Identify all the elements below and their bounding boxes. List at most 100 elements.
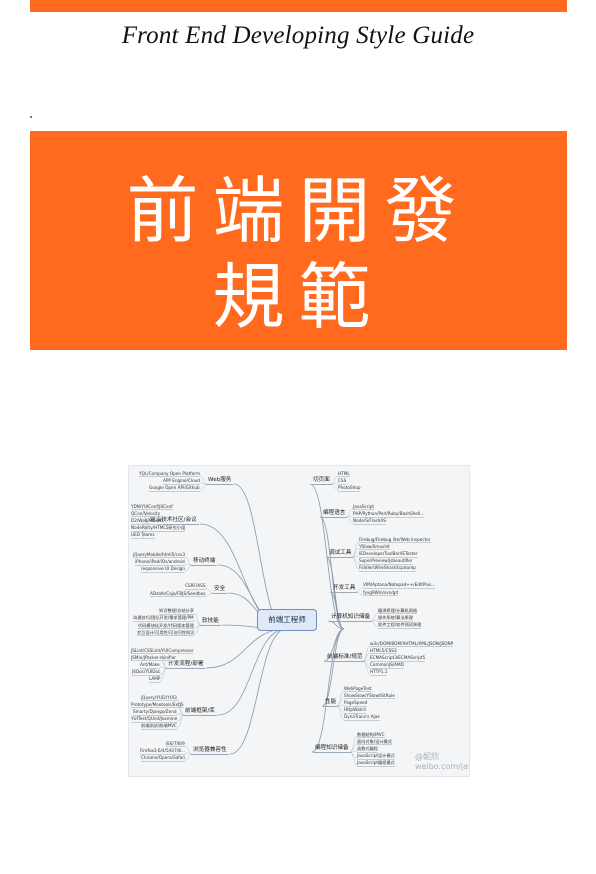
mind-map-leaf: 前端测试/前端MVC bbox=[141, 723, 177, 730]
mind-map-leaf: JSLint/CSSLint/YUICompressor bbox=[131, 647, 194, 655]
connector-line bbox=[229, 628, 287, 755]
mind-map-leaf: ADsafe/Caja/FBJS/Sandbox bbox=[150, 590, 206, 598]
document-subtitle: Front End Developing Style Guide bbox=[121, 22, 475, 49]
mind-map-leaf: jQuery/YUI2/YUI3 bbox=[141, 694, 177, 702]
mind-map-leaf: 函数式编程 bbox=[357, 746, 378, 753]
mind-map-leaf: fyxg9Win/svn/git bbox=[363, 589, 399, 597]
connector-line bbox=[329, 591, 345, 630]
mind-map-leaf: Smarty/Django/Zend bbox=[133, 709, 177, 716]
mind-map-leaf: ECMAScript3/ECMAScript5 bbox=[370, 655, 426, 662]
mind-map-branch: 编程语言 bbox=[321, 510, 348, 518]
mind-map-branch: 性能 bbox=[323, 699, 339, 707]
mind-map-leaf: 面向对象/设计模式 bbox=[357, 738, 392, 746]
watermark-handle: @妮欣 bbox=[415, 752, 439, 761]
connector-line bbox=[233, 483, 287, 630]
mind-map-leaf: PageSpeed bbox=[344, 700, 368, 707]
mind-map-branch: 开发流程/部署 bbox=[166, 661, 206, 669]
mind-map-leaf: NodeParty/HTML5研究小组 bbox=[131, 525, 186, 532]
front-end-mind-map-figure: 前端工程师 @妮欣 weibo.com/jayli Web服务 YQL/Compa… bbox=[128, 465, 470, 777]
mind-map-leaf: D2/WebRebuild bbox=[131, 518, 164, 525]
mind-map-leaf: JSMin/JPacker-minifier bbox=[131, 654, 176, 662]
watermark-url: weibo.com/jayli bbox=[415, 762, 469, 771]
mind-map-leaf: QCon/Velocity bbox=[131, 510, 161, 518]
mind-map-leaf: 软件工程/软件测试原理 bbox=[378, 622, 422, 629]
mind-map-leaf: iPhone/iPad/iOs/android bbox=[135, 559, 185, 566]
connector-line bbox=[351, 556, 360, 571]
connector-line bbox=[336, 705, 345, 720]
connector-line bbox=[217, 628, 287, 716]
banner-title-line-2: 規範 bbox=[212, 255, 385, 339]
mind-map-leaf: PhotoShop bbox=[338, 485, 361, 492]
connector-line bbox=[349, 751, 358, 766]
mind-map-leaf: Chrome/Opera/Safari bbox=[141, 755, 186, 762]
mind-map-branch: 编程知识储备 bbox=[313, 745, 351, 753]
mind-map-branch: 切页面 bbox=[311, 477, 332, 485]
mind-map-leaf: PHP/Python/Perl/Ruby/BashShell... bbox=[353, 511, 425, 518]
mind-map-leaf: HTML5/CSS3 bbox=[370, 647, 397, 655]
mind-map-leaf: Fiddler/WireShark/tcpdump bbox=[359, 565, 416, 572]
connector-line bbox=[159, 667, 168, 682]
connector-line bbox=[330, 475, 339, 485]
mind-map-leaf: 数据结构/MVC bbox=[357, 731, 385, 739]
mind-map-branch: 前沿技术社区/会议 bbox=[148, 517, 199, 525]
mind-map-branch: 前端框架/库 bbox=[183, 708, 217, 716]
mind-map-leaf: HTML bbox=[338, 470, 350, 478]
mind-map-leaf: JavaScript设计模式 bbox=[357, 753, 395, 760]
mind-map-leaf: jQueryMobile/html5/css3 bbox=[133, 551, 185, 559]
mind-map-branch: 移动终端 bbox=[191, 558, 218, 566]
mind-map-leaf: SuperPreview/Jsbeautifier bbox=[359, 558, 413, 565]
mind-map-leaf: Ant/Make bbox=[140, 662, 160, 669]
connector-line bbox=[321, 628, 345, 707]
mind-map-leaf: 编译原理/计算机网络 bbox=[378, 607, 418, 615]
mind-map-branch: Web服务 bbox=[206, 477, 234, 485]
top-accent-bar bbox=[30, 0, 567, 12]
mind-map-leaf: 沟通技巧/团队开发/需求管理/PM bbox=[133, 615, 194, 622]
mind-map-leaf: APP Engine/Cloud bbox=[163, 478, 200, 485]
mind-map-leaf: HTTP1.1 bbox=[370, 669, 388, 676]
connector-line bbox=[311, 628, 345, 753]
mind-map-leaf: Prototype/Mootools/ExtJS bbox=[131, 701, 184, 709]
mind-map-branch: 浏览器兼容性 bbox=[191, 747, 229, 755]
mind-map-leaf: 操作系统/算法原理 bbox=[378, 615, 413, 622]
mind-map-leaf: IE6/7/8/9 bbox=[166, 740, 185, 748]
stray-mark bbox=[30, 116, 32, 118]
mind-map-leaf: Firebug/Firebug lite/Web Inspector bbox=[359, 536, 431, 544]
mind-map-leaf: Firefox3.6/4/5/6/7/8... bbox=[140, 748, 185, 755]
mind-map-leaf: 代码模块化开发/代码版本管理 bbox=[138, 622, 194, 630]
mind-map-leaf: JSDoc/YUIDoc bbox=[132, 669, 161, 676]
title-banner: 前端開發 規範 bbox=[30, 131, 567, 350]
mind-map-leaf: CSRF/XSS bbox=[185, 583, 206, 590]
mind-map-leaf: YUITest/QUnit/Jasmine bbox=[131, 716, 178, 723]
mind-map-center-node: 前端工程师 bbox=[257, 609, 317, 631]
mind-map-leaf: JavaScript编程模式 bbox=[357, 760, 395, 767]
connector-line bbox=[330, 483, 339, 491]
mind-map-leaf: 交互设计/可用性/可访问性知识 bbox=[137, 629, 195, 637]
mind-map-branch: 开发工具 bbox=[331, 585, 358, 593]
connector-line bbox=[176, 714, 185, 729]
mind-map-leaf: w3c/DOM/BOM/XHTML/XML/JSON/JSONP bbox=[370, 640, 454, 648]
connector-line bbox=[362, 660, 371, 675]
mind-map-leaf: CSS bbox=[338, 478, 347, 485]
mind-map-leaf: LAMP bbox=[149, 676, 161, 683]
mind-map-leaf: IEDeveloperToolBar/IETester bbox=[359, 551, 418, 558]
mind-map-leaf: VIM/Aptana/Notepad++/EditPlus... bbox=[363, 582, 436, 589]
mind-map-leaf: ShowSlow/YSlow/SitRule bbox=[344, 692, 395, 700]
mind-map-leaf: Node/S/FlashAS bbox=[353, 518, 386, 525]
mind-map-branch: 调试工具 bbox=[327, 550, 354, 558]
mind-map-leaf: WebPageTest bbox=[344, 685, 372, 693]
mind-map-leaf: YDN/YUIConf/JSConf bbox=[131, 503, 173, 511]
mind-map-leaf: 知识整理/总结分享 bbox=[159, 608, 194, 615]
connector-line bbox=[309, 483, 345, 630]
mind-map-leaf: Google Open API/Github bbox=[149, 485, 200, 492]
mind-map-branch: 计算机知识储备 bbox=[329, 614, 373, 622]
weibo-watermark: @妮欣 weibo.com/jayli bbox=[415, 752, 469, 772]
mind-map-branch: 前端标准/规范 bbox=[325, 654, 365, 662]
mind-map-leaf: JavaScript bbox=[353, 503, 374, 511]
mind-map-leaf: UED Teams bbox=[131, 532, 155, 539]
connector-line bbox=[205, 628, 287, 669]
mind-map-leaf: YSlow/Smushit bbox=[359, 543, 390, 551]
mind-map-branch: 安全 bbox=[212, 586, 228, 594]
mind-map-leaf: YQL/Company Open Platform bbox=[139, 470, 201, 478]
mind-map-leaf: responsive UI Design bbox=[141, 566, 186, 573]
mind-map-leaf: HttpWatch bbox=[344, 707, 367, 714]
